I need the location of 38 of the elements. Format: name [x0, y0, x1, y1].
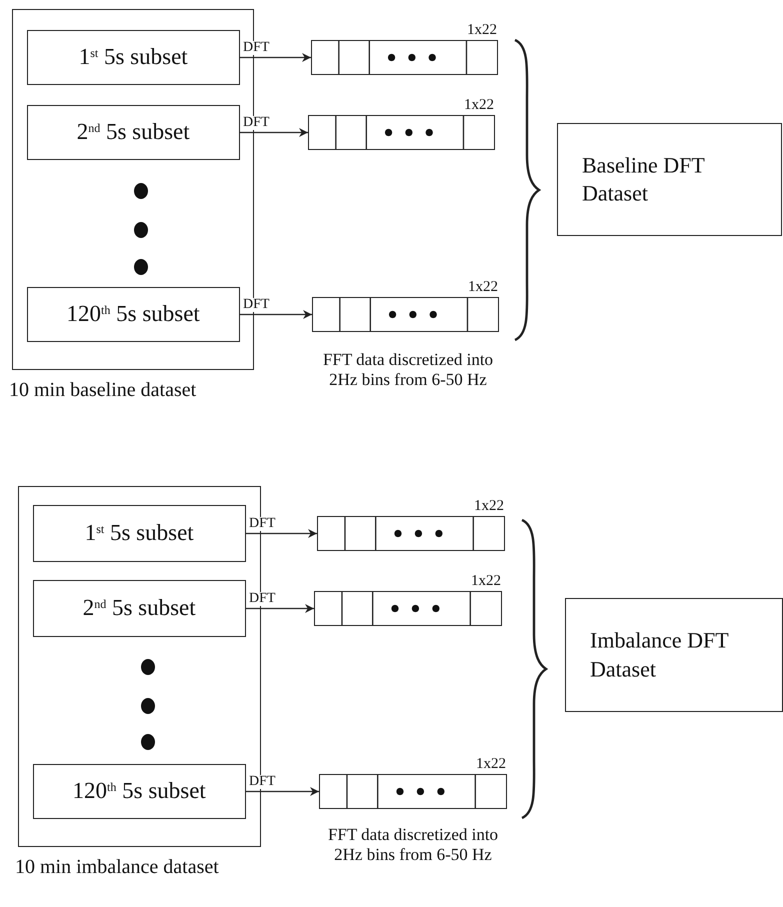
dataset-label: Imbalance DFT Dataset — [590, 626, 730, 683]
subset-box — [26, 286, 240, 342]
size-label: 1x22 — [474, 499, 504, 514]
subset-box — [26, 30, 240, 85]
note-text: FFT data discretized into 2Hz bins from 6-50 Hz — [322, 350, 494, 391]
dataset-box — [557, 123, 782, 236]
size-label: 1x22 — [468, 280, 498, 295]
edge-label: DFT — [242, 116, 270, 130]
dataset-label: Baseline DFT Dataset — [582, 150, 706, 208]
arrow — [246, 604, 314, 613]
subset-label: 2$^{nd}$ 5s subset — [76, 119, 191, 146]
subset-box — [32, 580, 246, 637]
subset-box — [26, 104, 240, 160]
size-label: 1x22 — [467, 23, 497, 38]
arrow — [240, 128, 308, 137]
dataset-caption: 10 min imbalance dataset — [15, 856, 219, 879]
dataset-caption: 10 min baseline dataset — [9, 379, 196, 402]
subset-label: 1$^{st}$ 5s subset — [78, 44, 189, 70]
arrow — [246, 787, 319, 796]
arrow — [240, 53, 311, 62]
size-label: 1x22 — [471, 574, 501, 589]
size-label: 1x22 — [476, 757, 506, 772]
edge-label: DFT — [242, 298, 270, 312]
subset-label: 120$^{th}$ 5s subset — [66, 301, 201, 328]
dataset-box — [565, 598, 783, 712]
subset-label: 120$^{th}$ 5s subset — [72, 778, 207, 804]
edge-label: DFT — [248, 592, 276, 606]
arrow — [246, 529, 317, 538]
edge-label: DFT — [242, 40, 270, 54]
edge-label: DFT — [248, 774, 276, 788]
subset-label: 1$^{st}$ 5s subset — [84, 520, 195, 546]
subset-box — [32, 764, 246, 819]
size-label: 1x22 — [464, 98, 494, 113]
edge-label: DFT — [248, 516, 276, 530]
arrow — [240, 310, 312, 319]
subset-label: 2$^{nd}$ 5s subset — [82, 595, 197, 622]
subset-box — [32, 504, 246, 562]
note-text: FFT data discretized into 2Hz bins from 6-50 Hz — [326, 825, 500, 866]
